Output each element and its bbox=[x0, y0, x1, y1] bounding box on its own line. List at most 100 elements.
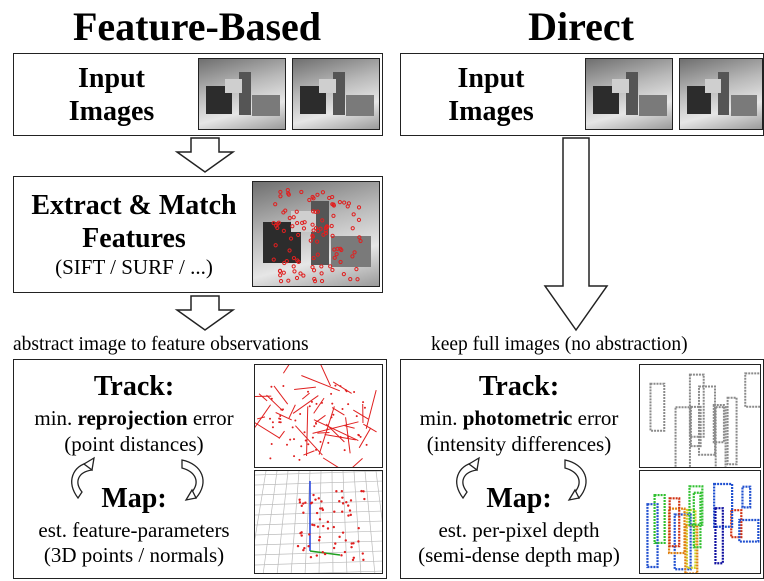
grid-line bbox=[255, 560, 382, 566]
feature-point bbox=[304, 439, 307, 442]
feature-point bbox=[354, 267, 359, 272]
feature-point bbox=[315, 192, 320, 197]
fb-extract-label: Extract & Match Features bbox=[14, 189, 254, 255]
feature-point bbox=[293, 438, 296, 441]
feature-point bbox=[315, 448, 318, 451]
map-point bbox=[308, 533, 311, 536]
gray-structure bbox=[712, 403, 725, 444]
map-point bbox=[360, 489, 363, 493]
map-point bbox=[314, 498, 317, 501]
map-point bbox=[326, 520, 330, 524]
feature-point bbox=[270, 397, 273, 400]
feature-point bbox=[303, 431, 306, 434]
feature-point bbox=[278, 194, 283, 199]
fb-track-sub: (point distances) bbox=[64, 432, 204, 456]
reprojection-line bbox=[258, 393, 268, 402]
direct-map-visualization bbox=[639, 470, 761, 574]
feature-point bbox=[283, 208, 288, 213]
feature-point bbox=[307, 443, 310, 446]
long-down-arrow-icon bbox=[543, 137, 609, 332]
fb-track-map-box: Track: min. reprojection error (point di… bbox=[13, 359, 387, 579]
feature-point bbox=[298, 458, 301, 461]
cycle-arrow-left-icon bbox=[456, 456, 480, 500]
feature-point bbox=[301, 226, 307, 231]
feature-point bbox=[339, 436, 342, 439]
feature-point bbox=[281, 270, 286, 275]
grid-line bbox=[304, 471, 311, 573]
grid-line bbox=[255, 510, 382, 516]
feature-point bbox=[287, 215, 292, 221]
reprojection-line bbox=[288, 404, 296, 419]
fb-feature-image bbox=[252, 181, 380, 287]
feature-point bbox=[294, 275, 300, 281]
depth-structure bbox=[688, 485, 704, 526]
feature-point bbox=[299, 412, 302, 415]
feature-point bbox=[365, 443, 368, 446]
map-point bbox=[311, 523, 314, 527]
feature-point bbox=[295, 220, 300, 226]
feature-point bbox=[271, 426, 274, 429]
direct-map-title: Map: bbox=[486, 483, 552, 514]
reprojection-line bbox=[318, 406, 335, 455]
feature-point bbox=[294, 419, 297, 422]
feature-point bbox=[332, 255, 337, 260]
feature-point bbox=[357, 433, 360, 436]
fb-input-line2: Images bbox=[68, 96, 155, 127]
map-point bbox=[317, 539, 321, 542]
fb-input-box: Input Images bbox=[13, 53, 383, 136]
feature-point bbox=[330, 392, 333, 395]
cycle-arrow-right-icon bbox=[181, 459, 204, 501]
map-point bbox=[326, 527, 330, 530]
grid-line bbox=[318, 471, 322, 573]
feature-point bbox=[291, 426, 294, 429]
feature-point bbox=[315, 402, 318, 405]
map-point bbox=[316, 525, 320, 528]
reprojection-line bbox=[303, 450, 315, 456]
gray-structure bbox=[697, 385, 717, 456]
direct-map-line2: (semi-dense depth map) bbox=[418, 543, 620, 567]
fb-track-bold: reprojection bbox=[77, 406, 188, 430]
fb-extract-line1: Extract & Match bbox=[31, 190, 237, 221]
fb-track-visualization bbox=[254, 364, 383, 468]
feature-point bbox=[356, 205, 362, 210]
feature-point bbox=[282, 260, 287, 266]
cycle-arrow-left-icon bbox=[71, 456, 95, 500]
feature-point bbox=[339, 385, 342, 388]
feature-point bbox=[301, 273, 306, 278]
map-point bbox=[343, 550, 347, 554]
feature-point bbox=[295, 258, 300, 263]
feature-point bbox=[281, 408, 284, 411]
map-point bbox=[362, 490, 365, 493]
depth-structure bbox=[714, 507, 724, 565]
feature-point bbox=[287, 248, 292, 253]
feature-point bbox=[312, 276, 317, 282]
feature-point bbox=[290, 224, 295, 229]
direct-track-post: error bbox=[572, 406, 619, 430]
feature-point bbox=[334, 384, 337, 387]
feature-point bbox=[316, 228, 321, 233]
grid-line bbox=[342, 471, 348, 573]
feature-point bbox=[315, 209, 320, 214]
reprojection-line bbox=[266, 394, 284, 412]
feature-point bbox=[300, 220, 305, 225]
reprojection-line bbox=[344, 425, 355, 429]
gray-structure bbox=[674, 406, 691, 467]
depth-structure bbox=[741, 485, 752, 509]
feature-point bbox=[353, 391, 356, 394]
reprojection-line bbox=[313, 419, 359, 442]
feature-point bbox=[355, 277, 360, 282]
grid-line bbox=[290, 471, 300, 573]
feature-point bbox=[310, 194, 315, 200]
feature-point bbox=[271, 257, 276, 262]
direct-track-visualization bbox=[639, 364, 761, 468]
map-point bbox=[300, 504, 303, 508]
feature-point bbox=[286, 443, 289, 446]
direct-input-line2: Images bbox=[448, 96, 534, 127]
fb-input-image-2 bbox=[292, 58, 380, 130]
down-arrow-icon bbox=[174, 295, 236, 331]
feature-point bbox=[324, 224, 330, 229]
map-point bbox=[350, 542, 353, 545]
gray-structure bbox=[714, 406, 727, 467]
fb-map-line2: (3D points / normals) bbox=[43, 543, 225, 567]
feature-point bbox=[310, 233, 315, 238]
